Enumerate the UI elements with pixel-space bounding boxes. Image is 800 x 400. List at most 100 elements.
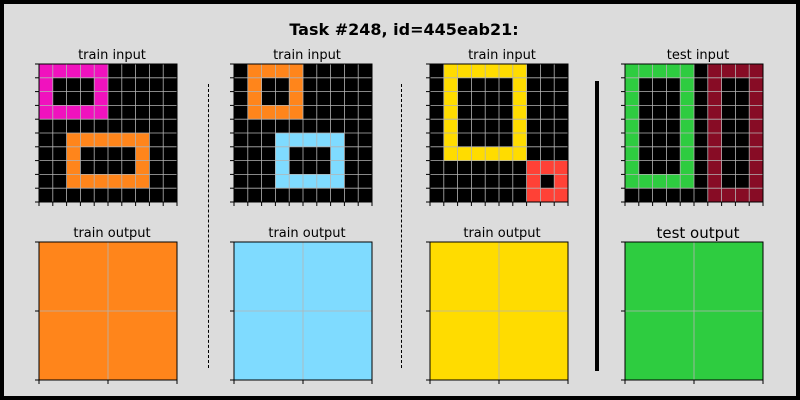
grid-cell xyxy=(135,105,150,120)
grid-cell xyxy=(512,77,527,92)
grid-cell xyxy=(234,242,304,312)
grid-cell xyxy=(303,174,318,189)
grid-cell xyxy=(707,133,722,148)
grid-cell xyxy=(66,146,81,161)
grid-cell xyxy=(66,105,81,120)
grid-cell xyxy=(108,64,123,79)
grid-cell xyxy=(358,160,373,175)
grid-cell xyxy=(135,160,150,175)
grid-cell xyxy=(430,64,445,79)
grid-cell xyxy=(625,146,640,161)
grid-cell xyxy=(430,174,445,189)
grid-cell xyxy=(261,188,276,203)
grid-cell xyxy=(680,64,695,79)
grid-cell xyxy=(540,146,555,161)
grid-cell xyxy=(666,105,681,120)
grid-cell xyxy=(289,160,304,175)
grid-cell xyxy=(358,105,373,120)
grid-cell xyxy=(512,146,527,161)
grid-cell xyxy=(234,119,249,134)
grid-cell xyxy=(289,188,304,203)
grid-cell xyxy=(512,105,527,120)
grid-cell xyxy=(135,174,150,189)
figure-title: Task #248, id=445eab21: xyxy=(289,20,519,39)
grid-cell xyxy=(344,174,359,189)
grid-cell xyxy=(52,77,67,92)
grid-cell xyxy=(330,64,345,79)
grid-cell xyxy=(247,91,262,106)
grid-cell xyxy=(430,242,500,312)
grid-cell xyxy=(625,77,640,92)
grid-cell xyxy=(108,77,123,92)
grid-cell xyxy=(666,188,681,203)
grid-cell xyxy=(135,188,150,203)
grid-cell xyxy=(39,91,54,106)
grid-cell xyxy=(652,77,667,92)
grid-cell xyxy=(66,119,81,134)
grid-cell xyxy=(275,160,290,175)
grid-cell xyxy=(749,188,764,203)
grid-cell xyxy=(471,119,486,134)
grid-cell xyxy=(108,188,123,203)
grid-cell xyxy=(680,105,695,120)
grid-cell xyxy=(485,146,500,161)
grid-cell xyxy=(303,242,373,312)
grid-cell xyxy=(94,146,109,161)
grid-cell xyxy=(261,77,276,92)
grid-cell xyxy=(121,160,136,175)
grid-cell xyxy=(443,174,458,189)
grid-cell xyxy=(707,146,722,161)
grid-cell xyxy=(135,133,150,148)
grid-cell xyxy=(443,188,458,203)
grid-cell xyxy=(303,160,318,175)
grid-cell xyxy=(638,91,653,106)
grid-cell xyxy=(289,174,304,189)
grid-train-output-1 xyxy=(35,241,178,384)
grid-cell xyxy=(680,174,695,189)
grid-cell xyxy=(430,146,445,161)
grid-cell xyxy=(694,105,709,120)
grid-cell xyxy=(540,160,555,175)
grid-cell xyxy=(39,188,54,203)
grid-cell xyxy=(638,146,653,161)
grid-cell xyxy=(457,160,472,175)
grid-cell xyxy=(316,160,331,175)
grid-cell xyxy=(499,133,514,148)
grid-cell xyxy=(108,242,178,312)
grid-cell xyxy=(121,133,136,148)
grid-cell xyxy=(80,119,95,134)
grid-cell xyxy=(625,105,640,120)
grid-cell xyxy=(471,133,486,148)
grid-cell xyxy=(303,64,318,79)
grid-cell xyxy=(540,174,555,189)
grid-cell xyxy=(666,91,681,106)
grid-cell xyxy=(721,146,736,161)
grid-cell xyxy=(234,174,249,189)
grid-cell xyxy=(52,91,67,106)
grid-cell xyxy=(344,77,359,92)
grid-cell xyxy=(39,174,54,189)
grid-cell xyxy=(749,77,764,92)
grid-cell xyxy=(512,188,527,203)
grid-cell xyxy=(358,146,373,161)
grid-cell xyxy=(735,174,750,189)
grid-cell xyxy=(443,64,458,79)
grid-cell xyxy=(330,91,345,106)
grid-cell xyxy=(680,146,695,161)
grid-cell xyxy=(121,119,136,134)
panel-label-test-output: test output xyxy=(656,224,740,242)
grid-cell xyxy=(471,160,486,175)
grid-cell xyxy=(749,146,764,161)
grid-cell xyxy=(652,160,667,175)
grid-cell xyxy=(499,160,514,175)
grid-cell xyxy=(289,105,304,120)
grid-cell xyxy=(39,311,109,381)
grid-cell xyxy=(108,119,123,134)
grid-cell xyxy=(554,105,569,120)
grid-cell xyxy=(430,91,445,106)
grid-cell xyxy=(330,133,345,148)
grid-cell xyxy=(554,91,569,106)
grid-cell xyxy=(108,146,123,161)
grid-cell xyxy=(80,146,95,161)
grid-cell xyxy=(66,188,81,203)
